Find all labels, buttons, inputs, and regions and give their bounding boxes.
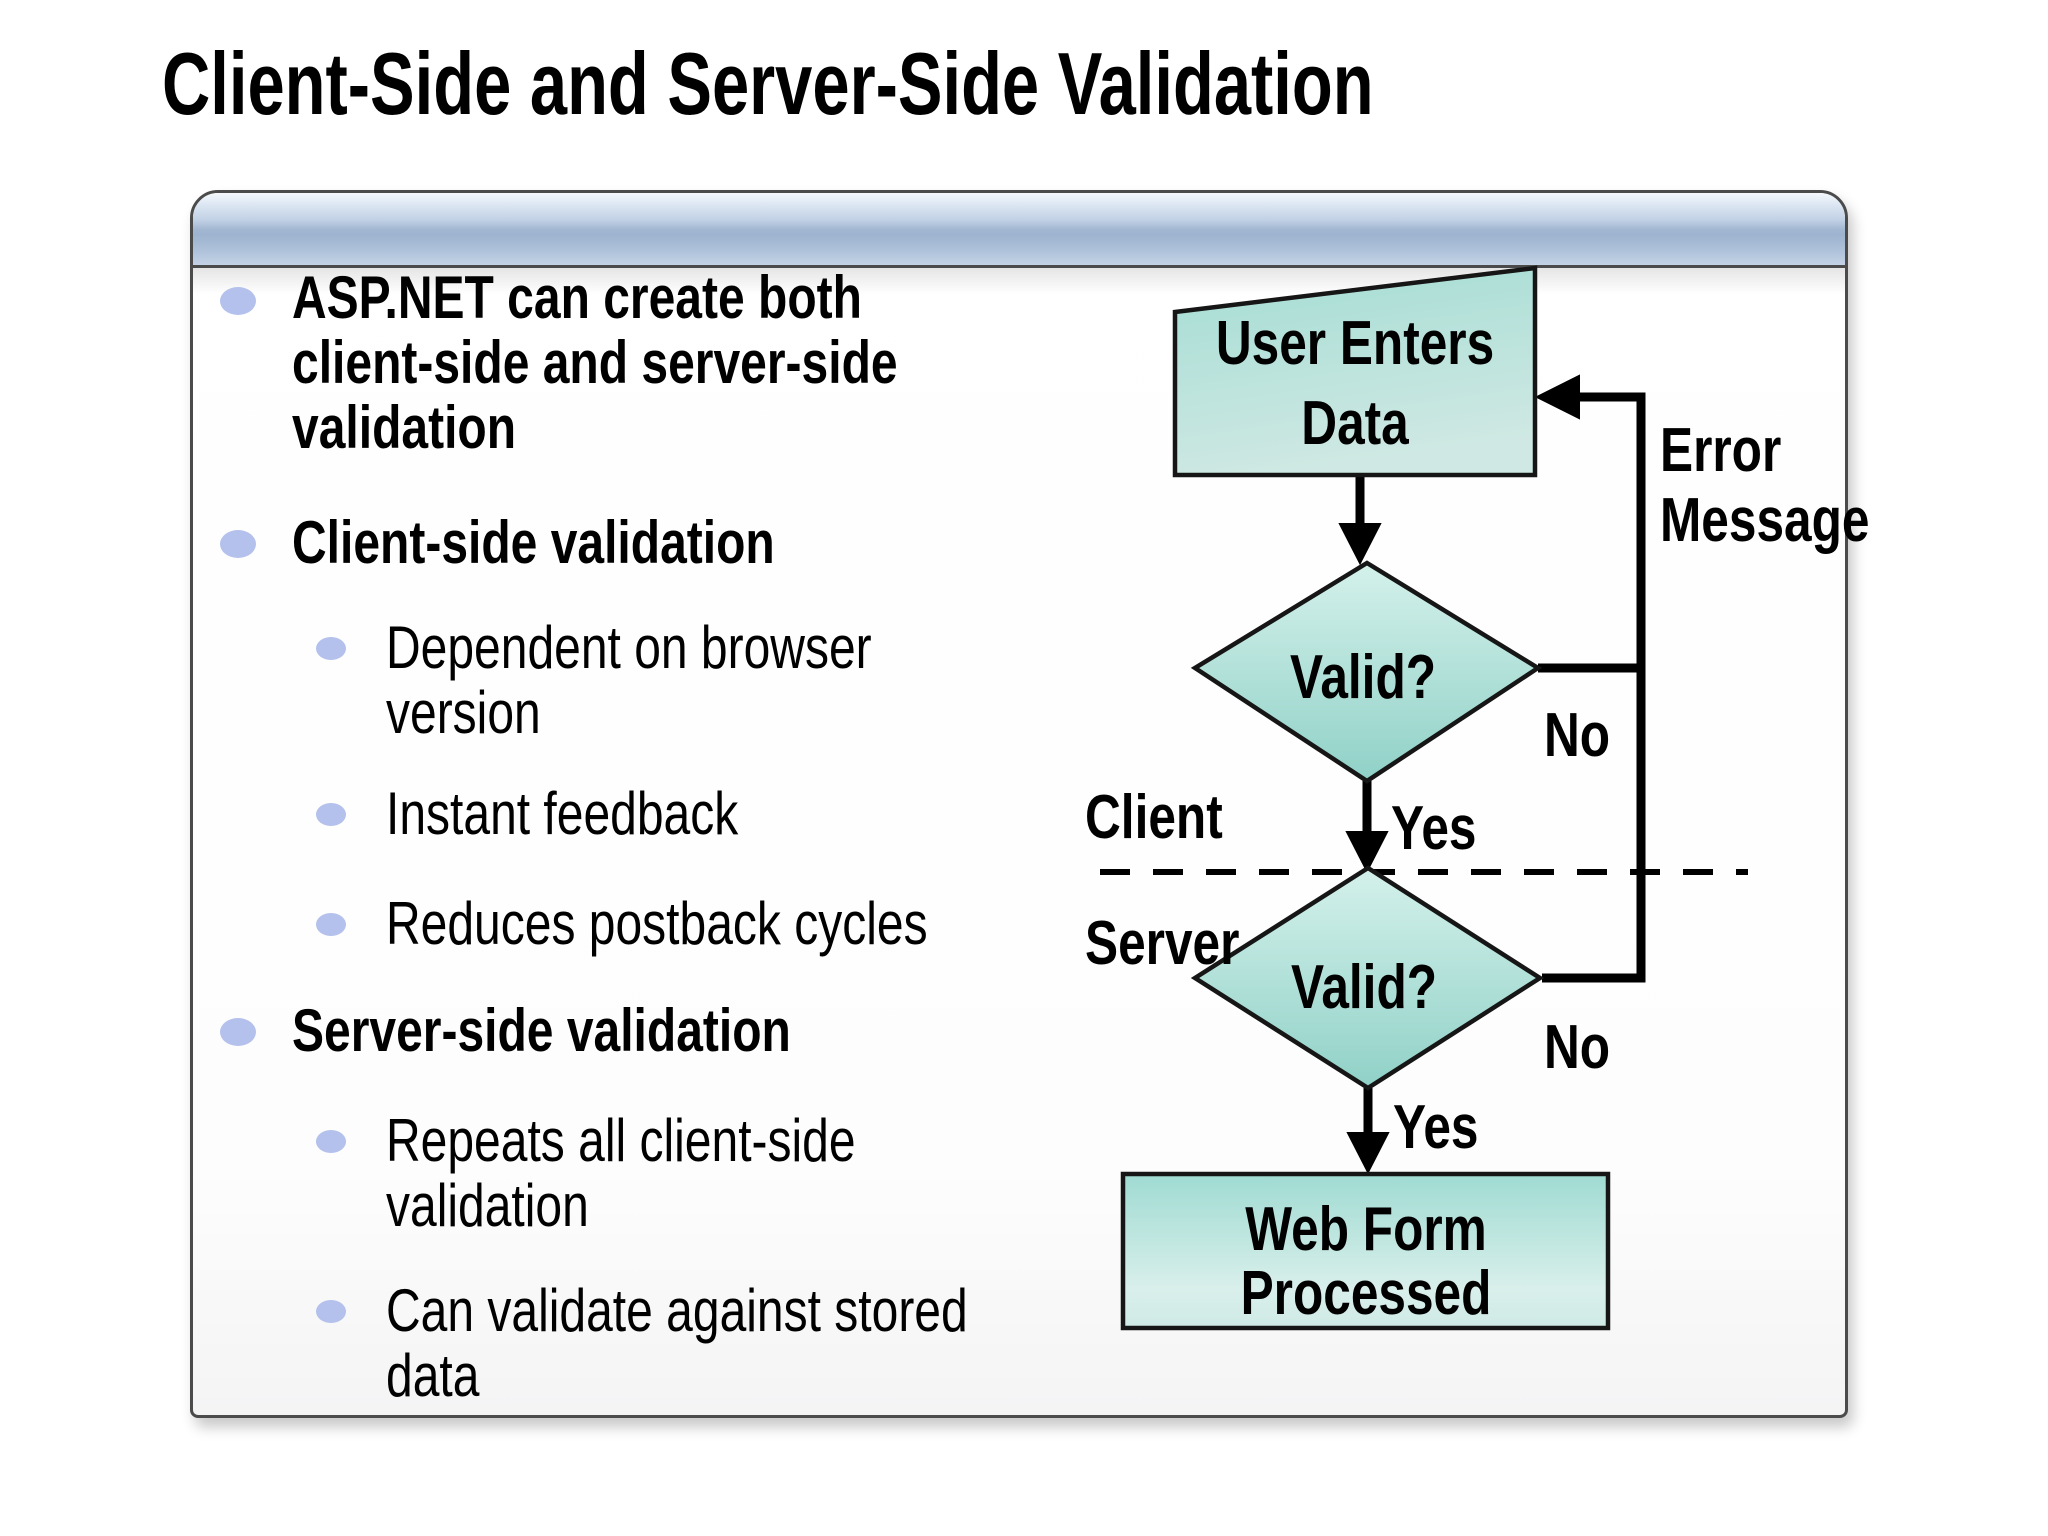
- valid1-label: Valid?: [1290, 642, 1436, 712]
- panel-header-shadow: [193, 268, 1845, 294]
- web-box-label-line1: Web Form: [1245, 1194, 1487, 1264]
- yes-label-2: Yes: [1393, 1092, 1478, 1162]
- flow-diamond-valid-client: [1190, 560, 1543, 784]
- bullet-line: ASP.NET can create both: [292, 264, 862, 331]
- user-box-label-line2: Data: [1301, 388, 1409, 458]
- slide-title: Client-Side and Server-Side Validation: [162, 34, 1374, 133]
- bullet-dot: [220, 287, 256, 315]
- valid2-label: Valid?: [1291, 952, 1437, 1022]
- sub-bullet-dot: [316, 803, 346, 826]
- panel-header-bar: [193, 193, 1845, 268]
- bullet-line: Dependent on browser: [386, 614, 872, 681]
- bullet-line: Client-side validation: [292, 509, 775, 576]
- bullet-line: Repeats all client-side: [386, 1107, 856, 1174]
- error-label-line1: Error: [1660, 415, 1781, 485]
- web-box-label-line2: Processed: [1241, 1258, 1492, 1328]
- error-feedback-line: [1542, 392, 1646, 983]
- arrowhead-error-to-userbox: [1534, 374, 1580, 420]
- sub-bullet-dot: [316, 1130, 346, 1153]
- client-zone-label: Client: [1085, 782, 1223, 852]
- bullet-line: client-side and server-side: [292, 329, 898, 396]
- flow-box-user-enters-data: [1172, 265, 1538, 478]
- bullet-line: Can validate against stored: [386, 1277, 968, 1344]
- sub-bullet-reduces-postback: Reduces postback cycles: [386, 891, 1063, 956]
- no-label-1: No: [1544, 700, 1610, 770]
- bullet-line: validation: [386, 1172, 589, 1239]
- sub-bullet-dot: [316, 1300, 346, 1323]
- sub-bullet-dot: [316, 913, 346, 936]
- bullet-client-side-validation: Client-side validation: [292, 510, 895, 575]
- sub-bullet-repeats-client-side: Repeats all client-side validation: [386, 1108, 973, 1238]
- bullet-aspnet-create-both: ASP.NET can create both client-side and …: [292, 265, 1049, 460]
- bullet-line: Reduces postback cycles: [386, 890, 928, 957]
- flow-diamond-valid-server: [1190, 865, 1545, 1091]
- no-label-2: No: [1544, 1012, 1610, 1082]
- bullet-dot: [220, 1018, 256, 1046]
- error-label-line2: Message: [1660, 485, 1869, 555]
- bullet-server-side-validation: Server-side validation: [292, 998, 916, 1063]
- bullet-dot: [220, 530, 256, 558]
- user-box-label-line1: User Enters: [1216, 308, 1494, 378]
- server-zone-label: Server: [1085, 908, 1239, 978]
- bullet-line: Server-side validation: [292, 997, 791, 1064]
- bullet-line: Instant feedback: [386, 780, 739, 847]
- flow-box-web-form-processed: [1120, 1171, 1611, 1331]
- bullet-line: validation: [292, 394, 517, 461]
- arrowhead-webform: [1346, 1132, 1390, 1175]
- arrowhead-valid2: [1345, 831, 1389, 874]
- sub-bullet-browser-version: Dependent on browser version: [386, 615, 993, 745]
- sub-bullet-validate-stored-data: Can validate against stored data: [386, 1278, 1113, 1408]
- bullet-line: version: [386, 679, 541, 746]
- sub-bullet-instant-feedback: Instant feedback: [386, 781, 826, 846]
- bullet-line: data: [386, 1342, 480, 1409]
- yes-label-1: Yes: [1391, 793, 1476, 863]
- arrowhead-valid1: [1338, 523, 1382, 566]
- sub-bullet-dot: [316, 637, 346, 660]
